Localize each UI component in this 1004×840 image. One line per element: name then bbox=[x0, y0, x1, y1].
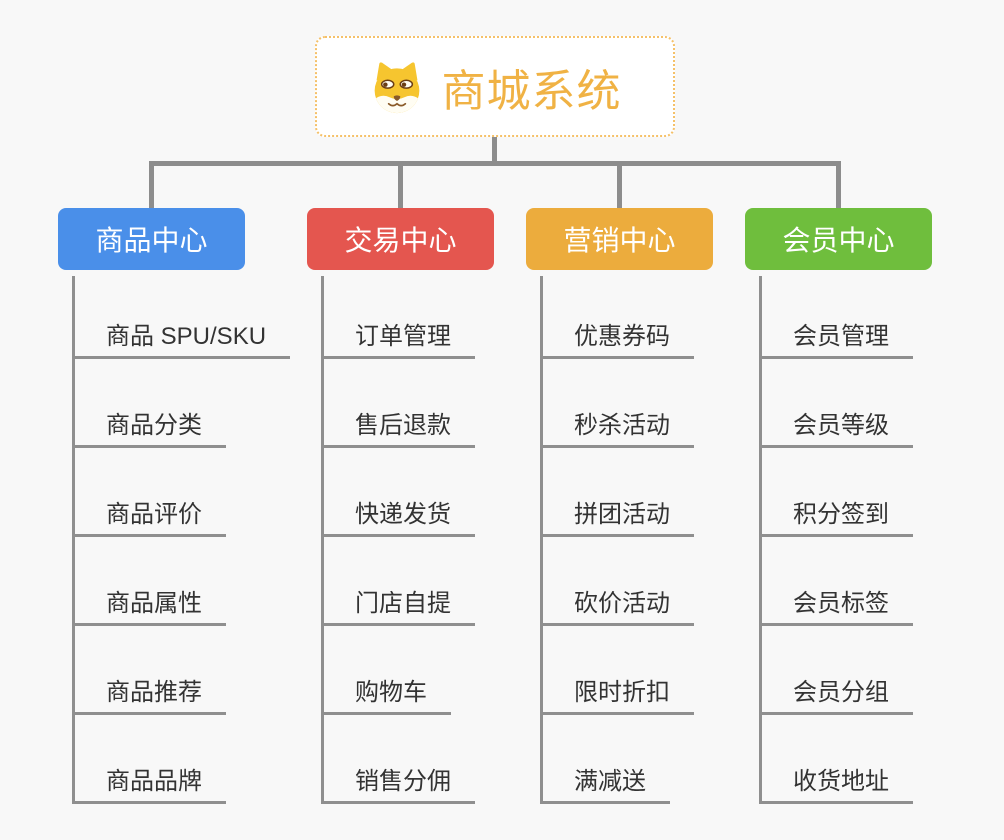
branch-children-marketing: 优惠券码 秒杀活动 拼团活动 砍价活动 限时折扣 满减送 bbox=[540, 270, 790, 804]
branch-spine bbox=[540, 276, 543, 804]
child-label: 限时折扣 bbox=[540, 672, 694, 715]
child-node[interactable]: 会员等级 bbox=[759, 359, 1004, 448]
root-node[interactable]: 商城系统 bbox=[315, 36, 675, 137]
child-label: 销售分佣 bbox=[321, 761, 475, 804]
child-label: 会员分组 bbox=[759, 672, 913, 715]
connector-root-stem bbox=[492, 136, 497, 166]
branch-label: 营销中心 bbox=[563, 225, 676, 256]
root-title: 商城系统 bbox=[441, 66, 622, 116]
branch-spine bbox=[759, 276, 762, 804]
branch-label: 交易中心 bbox=[344, 225, 457, 256]
child-label: 售后退款 bbox=[321, 405, 475, 448]
branch-node-marketing[interactable]: 营销中心 bbox=[526, 208, 713, 270]
child-node[interactable]: 积分签到 bbox=[759, 448, 1004, 537]
child-label: 收货地址 bbox=[759, 761, 913, 804]
child-label: 满减送 bbox=[540, 761, 670, 804]
child-node[interactable]: 门店自提 bbox=[321, 537, 571, 626]
child-label: 订单管理 bbox=[321, 316, 475, 359]
branch-children-trade: 订单管理 售后退款 快递发货 门店自提 购物车 销售分佣 bbox=[321, 270, 571, 804]
child-label: 砍价活动 bbox=[540, 583, 694, 626]
child-node[interactable]: 快递发货 bbox=[321, 448, 571, 537]
branch-node-trade[interactable]: 交易中心 bbox=[307, 208, 494, 270]
child-node[interactable]: 售后退款 bbox=[321, 359, 571, 448]
child-label: 拼团活动 bbox=[540, 494, 694, 537]
connector-drop-product bbox=[149, 163, 154, 208]
child-node[interactable]: 会员管理 bbox=[759, 270, 1004, 359]
child-node[interactable]: 拼团活动 bbox=[540, 448, 790, 537]
branch-spine bbox=[72, 276, 75, 804]
child-label: 商品属性 bbox=[72, 583, 226, 626]
child-node[interactable]: 商品属性 bbox=[72, 537, 322, 626]
child-node[interactable]: 秒杀活动 bbox=[540, 359, 790, 448]
connector-drop-trade bbox=[398, 163, 403, 208]
branch-children-product: 商品 SPU/SKU 商品分类 商品评价 商品属性 商品推荐 商品品牌 bbox=[72, 270, 322, 804]
child-node[interactable]: 销售分佣 bbox=[321, 715, 571, 804]
child-node[interactable]: 满减送 bbox=[540, 715, 790, 804]
child-label: 商品 SPU/SKU bbox=[72, 316, 291, 359]
child-node[interactable]: 商品推荐 bbox=[72, 626, 322, 715]
connector-drop-marketing bbox=[617, 163, 622, 208]
child-node[interactable]: 会员标签 bbox=[759, 537, 1004, 626]
child-label: 快递发货 bbox=[321, 494, 475, 537]
child-label: 会员标签 bbox=[759, 583, 913, 626]
child-node[interactable]: 商品分类 bbox=[72, 359, 322, 448]
child-label: 门店自提 bbox=[321, 583, 475, 626]
child-label: 秒杀活动 bbox=[540, 405, 694, 448]
branch-node-product[interactable]: 商品中心 bbox=[58, 208, 245, 270]
branch-label: 商品中心 bbox=[95, 225, 208, 256]
child-label: 购物车 bbox=[321, 672, 451, 715]
dog-face-icon bbox=[374, 61, 419, 113]
branch-spine bbox=[321, 276, 324, 804]
child-label: 优惠券码 bbox=[540, 316, 694, 359]
child-label: 商品品牌 bbox=[72, 761, 226, 804]
child-label: 会员管理 bbox=[759, 316, 913, 359]
child-label: 积分签到 bbox=[759, 494, 913, 537]
child-node[interactable]: 商品 SPU/SKU bbox=[72, 270, 322, 359]
child-node[interactable]: 购物车 bbox=[321, 626, 571, 715]
branch-label: 会员中心 bbox=[782, 225, 895, 256]
child-label: 商品推荐 bbox=[72, 672, 226, 715]
child-node[interactable]: 收货地址 bbox=[759, 715, 1004, 804]
child-label: 商品分类 bbox=[72, 405, 226, 448]
child-node[interactable]: 订单管理 bbox=[321, 270, 571, 359]
connector-horizontal-bar bbox=[149, 161, 841, 166]
child-node[interactable]: 限时折扣 bbox=[540, 626, 790, 715]
child-node[interactable]: 商品评价 bbox=[72, 448, 322, 537]
child-node[interactable]: 会员分组 bbox=[759, 626, 1004, 715]
child-node[interactable]: 商品品牌 bbox=[72, 715, 322, 804]
child-node[interactable]: 砍价活动 bbox=[540, 537, 790, 626]
branch-node-member[interactable]: 会员中心 bbox=[745, 208, 932, 270]
child-label: 商品评价 bbox=[72, 494, 226, 537]
child-node[interactable]: 优惠券码 bbox=[540, 270, 790, 359]
child-label: 会员等级 bbox=[759, 405, 913, 448]
branch-children-member: 会员管理 会员等级 积分签到 会员标签 会员分组 收货地址 bbox=[759, 270, 1004, 804]
connector-drop-member bbox=[836, 163, 841, 208]
